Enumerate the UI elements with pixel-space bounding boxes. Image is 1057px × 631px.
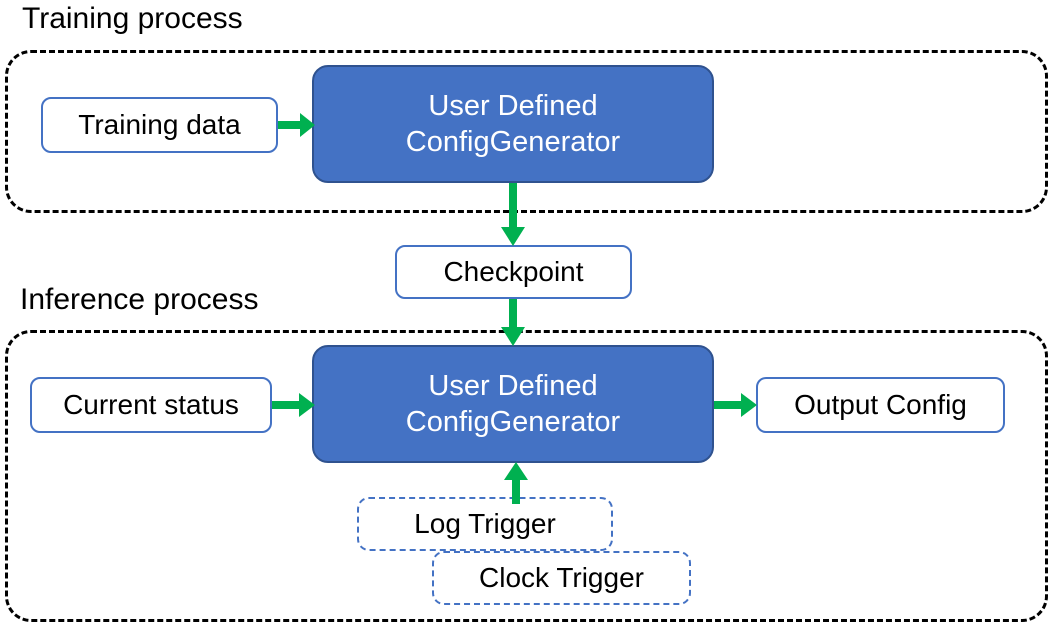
config-generator-training-line1: User Defined [428,90,598,122]
inference-process-container [5,330,1048,622]
config-generator-inference-line2: ConfigGenerator [405,406,621,438]
arrow-checkpoint-to-generator [500,299,526,347]
node-current-status[interactable]: Current status [30,377,272,433]
node-config-generator-inference[interactable]: User Defined ConfigGenerator [312,345,714,463]
node-checkpoint[interactable]: Checkpoint [395,245,632,299]
arrow-training-data-to-generator [278,112,316,138]
node-output-config[interactable]: Output Config [756,377,1005,433]
arrow-generator-to-checkpoint [500,183,526,247]
config-generator-inference-line1: User Defined [428,370,598,402]
node-config-generator-training[interactable]: User Defined ConfigGenerator [312,65,714,183]
node-log-trigger[interactable]: Log Trigger [357,497,613,551]
arrow-generator-to-output-config [714,392,758,418]
node-clock-trigger[interactable]: Clock Trigger [432,551,691,605]
config-generator-training-line2: ConfigGenerator [405,126,621,158]
arrow-current-status-to-generator [272,392,316,418]
inference-process-title: Inference process [20,283,259,316]
training-process-title: Training process [22,2,243,35]
training-process-container [5,50,1048,213]
node-training-data[interactable]: Training data [41,97,278,153]
arrow-triggers-to-generator [503,462,529,504]
